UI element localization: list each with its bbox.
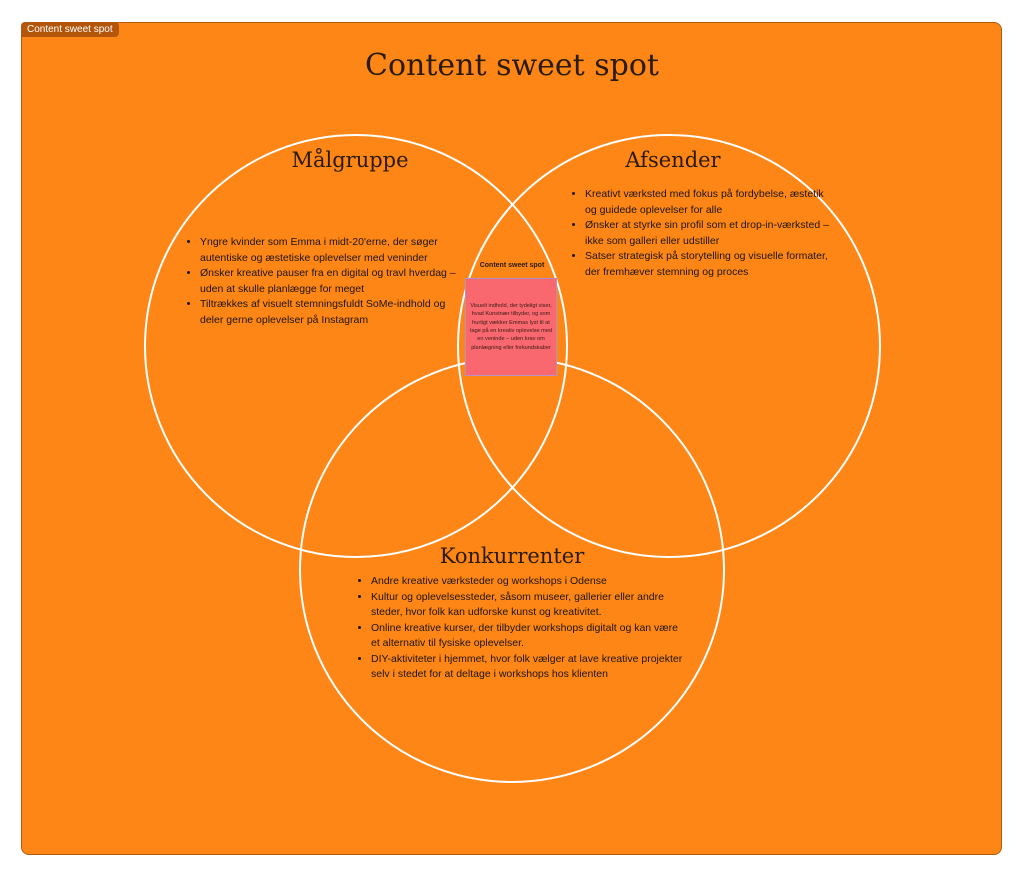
list-afsender: Kreativt værksted med fokus på fordybels… <box>571 187 830 280</box>
list-malgruppe: Yngre kvinder som Emma i midt-20'erne, d… <box>186 235 470 328</box>
list-item: Kreativt værksted med fokus på fordybels… <box>585 187 830 218</box>
page-title: Content sweet spot <box>365 48 659 83</box>
circle-malgruppe <box>144 134 568 558</box>
list-konkurrenter: Andre kreative værksteder og workshops i… <box>357 574 689 683</box>
list-item: Ønsker at styrke sin profil som et drop-… <box>585 218 830 249</box>
heading-malgruppe: Målgruppe <box>291 148 409 172</box>
list-item: Yngre kvinder som Emma i midt-20'erne, d… <box>200 235 470 266</box>
heading-konkurrenter: Konkurrenter <box>439 544 585 568</box>
sweet-spot-label: Content sweet spot <box>479 262 545 269</box>
list-item: DIY-aktiviteter i hjemmet, hvor folk væl… <box>371 652 689 683</box>
list-item: Andre kreative værksteder og workshops i… <box>371 574 689 590</box>
heading-afsender: Afsender <box>625 148 721 172</box>
list-item: Kultur og oplevelsessteder, såsom museer… <box>371 590 689 621</box>
list-item: Ønsker kreative pauser fra en digital og… <box>200 266 470 297</box>
circle-afsender <box>457 134 881 558</box>
circle-konkurrenter <box>299 357 725 783</box>
list-item: Satser strategisk på storytelling og vis… <box>585 249 830 280</box>
sweet-spot-note-text: Visuelt indhold, der tydeligt viser, hva… <box>469 302 553 351</box>
list-item: Online kreative kurser, der tilbyder wor… <box>371 621 689 652</box>
frame-tag[interactable]: Content sweet spot <box>21 22 119 37</box>
list-item: Tiltrækkes af visuelt stemningsfuldt SoM… <box>200 297 470 328</box>
canvas-frame[interactable] <box>21 22 1002 855</box>
sweet-spot-sticky-note[interactable]: Visuelt indhold, der tydeligt viser, hva… <box>465 278 557 376</box>
